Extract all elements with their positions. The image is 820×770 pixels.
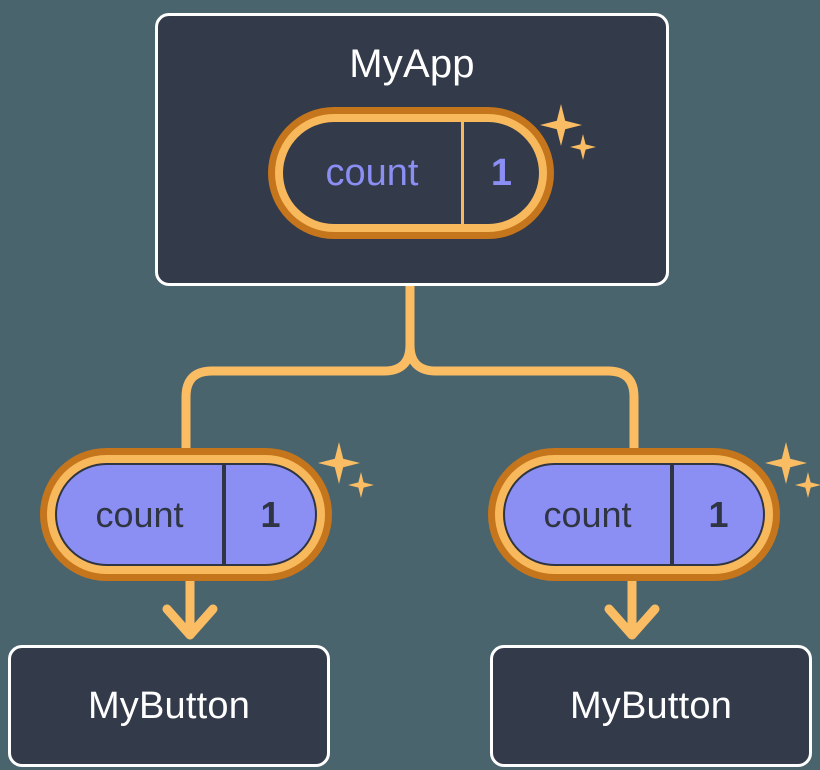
- state-key-label: count: [283, 122, 464, 224]
- wire-to-right-state: [405, 281, 639, 457]
- state-key-label: count: [505, 465, 674, 564]
- component-label: MyButton: [87, 684, 251, 727]
- state-key-label: count: [57, 465, 226, 564]
- state-pill-ring: count 1: [275, 114, 547, 232]
- wire-to-left-state: [181, 281, 415, 457]
- state-pill-left[interactable]: count 1: [40, 448, 332, 581]
- state-pill-body: count 1: [503, 463, 765, 566]
- component-label: MyButton: [569, 684, 733, 727]
- state-pill-ring: count 1: [47, 455, 325, 574]
- state-value-label: 1: [260, 493, 281, 535]
- arrow-down-icon: [604, 604, 660, 640]
- state-pill-right[interactable]: count 1: [488, 448, 780, 581]
- state-pill-ring: count 1: [495, 455, 773, 574]
- page-title: MyApp: [349, 42, 475, 86]
- state-pill-myapp[interactable]: count 1: [268, 107, 554, 239]
- state-pill-body: count 1: [283, 122, 539, 224]
- state-value-label: 1: [490, 151, 513, 194]
- state-value-label: 1: [708, 493, 729, 535]
- state-pill-body: count 1: [55, 463, 317, 566]
- arrow-down-icon: [162, 604, 218, 640]
- component-card-mybutton-left[interactable]: MyButton: [8, 645, 330, 767]
- component-card-mybutton-right[interactable]: MyButton: [490, 645, 812, 767]
